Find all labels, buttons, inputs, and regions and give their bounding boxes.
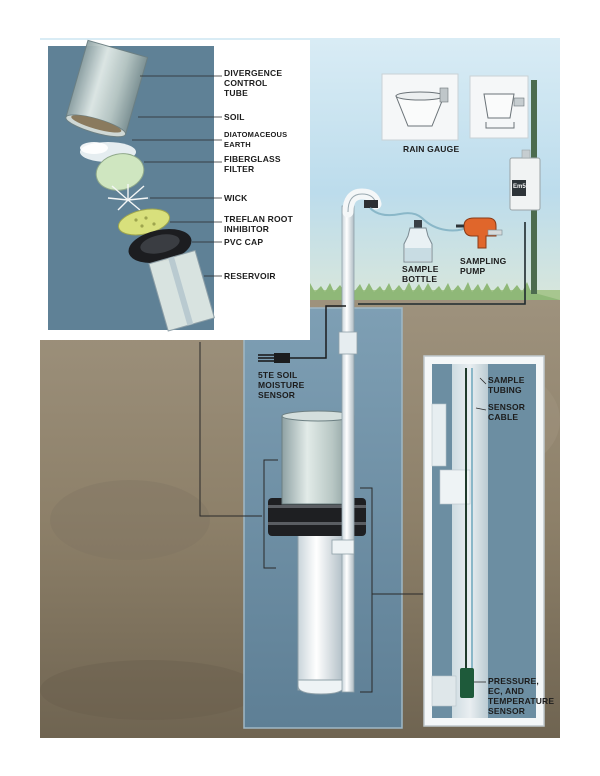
label-diatomaceous-earth: DIATOMACEOUS EARTH xyxy=(224,130,288,149)
lysimeter xyxy=(268,188,382,695)
label-rain-gauge: RAIN GAUGE xyxy=(403,144,460,154)
label-sensor-cable: SENSOR CABLE xyxy=(488,402,526,422)
soil-moisture-sensor xyxy=(258,305,346,363)
label-treflan-root-inhibitor: TREFLAN ROOT INHIBITOR xyxy=(224,214,293,234)
label-soil: SOIL xyxy=(224,112,245,122)
label-sample-bottle: SAMPLE BOTTLE xyxy=(402,264,439,284)
label-pressure-sensor: PRESSURE, EC, AND TEMPERATURE SENSOR xyxy=(488,676,555,716)
rain-gauge-group xyxy=(381,73,529,141)
label-reservoir: RESERVOIR xyxy=(224,271,276,281)
logger-post xyxy=(509,80,541,294)
sensor-cable-surface xyxy=(358,222,526,305)
label-sample-tubing: SAMPLE TUBING xyxy=(488,375,525,395)
access-tube xyxy=(341,205,355,693)
label-pvc-cap: PVC CAP xyxy=(224,237,264,247)
label-soil-moisture-sensor: 5TE SOIL MOISTURE SENSOR xyxy=(258,370,305,400)
pressure-sensor-body xyxy=(460,668,474,698)
sensor-inset xyxy=(423,355,545,727)
label-fiberglass-filter: FIBERGLASS FILTER xyxy=(224,154,281,174)
label-divergence-control-tube: DIVERGENCE CONTROL TUBE xyxy=(224,68,283,98)
cables xyxy=(358,207,526,305)
label-sampling-pump: SAMPLING PUMP xyxy=(460,256,507,276)
exploded-inset xyxy=(40,39,310,340)
inset-access-tube xyxy=(452,364,488,718)
sampling-pump xyxy=(456,217,503,249)
label-wick: WICK xyxy=(224,193,248,203)
sample-bottle xyxy=(403,220,433,263)
sample-tubing-surface xyxy=(369,207,471,232)
leader-lines xyxy=(199,342,424,693)
logger-brand-label: Em50 xyxy=(513,184,530,190)
